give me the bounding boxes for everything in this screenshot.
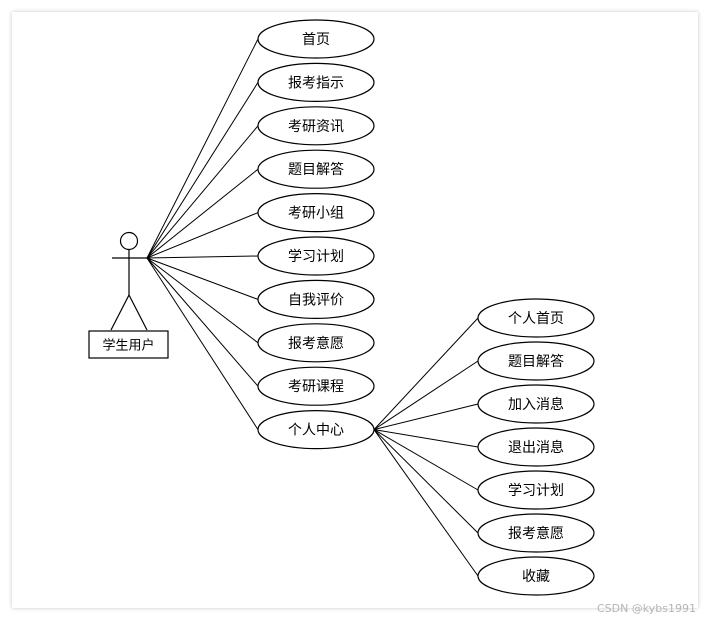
sub-case-fav-ellipse <box>477 556 595 596</box>
use-case-news-ellipse <box>257 106 375 146</box>
use-case-courses-ellipse <box>257 366 375 406</box>
use-case-personal-label: 个人中心 <box>288 423 344 439</box>
use-case-personal: 个人中心 <box>257 410 375 450</box>
sub-case-intent: 报考意愿 <box>477 513 595 553</box>
actor-label: 学生用户 <box>102 338 154 354</box>
connector-sub-intent <box>373 429 479 534</box>
use-case-group-ellipse <box>257 193 375 233</box>
use-case-exam-guide: 报考指示 <box>257 62 375 103</box>
sub-case-fav-label: 收藏 <box>522 569 550 585</box>
use-case-intent: 报考意愿 <box>257 323 375 363</box>
connector-sub-join <box>373 403 479 431</box>
sub-case-intent-label: 报考意愿 <box>508 525 564 542</box>
use-case-exam-guide-ellipse <box>257 62 375 103</box>
use-case-group: 考研小组 <box>257 193 375 233</box>
sub-case-home: 个人首页 <box>477 298 595 338</box>
use-case-courses-label: 考研课程 <box>288 379 344 395</box>
connector-uc-news <box>146 125 259 259</box>
connector-uc-exam-guide <box>146 82 259 259</box>
sub-case-quit-label: 退出消息 <box>508 439 564 456</box>
connector-uc-self-eval <box>146 257 259 300</box>
connector-uc-group <box>146 212 259 259</box>
use-case-intent-label: 报考意愿 <box>288 335 344 352</box>
use-case-news: 考研资讯 <box>257 106 375 146</box>
connector-uc-intent <box>146 257 259 344</box>
actor-head <box>119 231 139 251</box>
sub-case-qa: 题目解答 <box>477 341 595 381</box>
use-case-exam-guide-label: 报考指示 <box>288 75 344 91</box>
use-case-qa-ellipse <box>257 149 375 189</box>
connector-lines <box>146 38 479 577</box>
connector-sub-qa <box>373 360 479 431</box>
use-case-qa: 题目解答 <box>257 149 375 189</box>
connector-uc-plan <box>146 255 259 259</box>
sub-case-join-ellipse <box>477 384 595 424</box>
sub-case-fav: 收藏 <box>477 556 595 596</box>
use-case-plan: 学习计划 <box>257 236 375 276</box>
sub-case-home-label: 个人首页 <box>508 311 564 327</box>
connector-sub-fav <box>373 429 479 577</box>
sub-case-qa-label: 题目解答 <box>508 353 564 370</box>
connector-uc-qa <box>146 168 259 259</box>
use-case-home-ellipse <box>257 19 375 59</box>
connector-sub-plan <box>373 429 479 491</box>
use-case-self-eval-ellipse <box>257 279 375 319</box>
actor-student-user: 学生用户 <box>88 231 169 359</box>
sub-case-plan-label: 学习计划 <box>508 483 564 499</box>
connector-uc-courses <box>146 257 259 387</box>
use-case-personal-ellipse <box>257 410 375 450</box>
actor-label-box <box>88 330 169 359</box>
use-case-home: 首页 <box>257 19 375 59</box>
connector-uc-home <box>146 38 259 259</box>
sub-case-join: 加入消息 <box>477 384 595 424</box>
sub-case-quit-ellipse <box>477 427 595 467</box>
use-case-qa-label: 题目解答 <box>288 161 344 178</box>
use-case-intent-ellipse <box>257 323 375 363</box>
use-case-plan-label: 学习计划 <box>288 249 344 265</box>
use-case-self-eval-label: 自我评价 <box>288 292 344 308</box>
sub-case-quit: 退出消息 <box>477 427 595 467</box>
connector-uc-personal <box>146 257 259 430</box>
use-case-courses: 考研课程 <box>257 366 375 406</box>
watermark: CSDN @kybs1991 <box>596 602 696 615</box>
use-case-home-label: 首页 <box>302 32 330 48</box>
connector-sub-quit <box>373 429 479 448</box>
use-case-group-label: 考研小组 <box>288 206 344 222</box>
sub-case-home-ellipse <box>477 298 595 338</box>
actor-leg-left <box>110 294 130 331</box>
sub-case-qa-ellipse <box>477 341 595 381</box>
use-case-plan-ellipse <box>257 236 375 276</box>
connector-sub-home <box>373 317 479 430</box>
sub-case-plan: 学习计划 <box>477 470 595 510</box>
use-case-self-eval: 自我评价 <box>257 279 375 319</box>
sub-case-plan-ellipse <box>477 470 595 510</box>
actor-leg-right <box>128 294 148 331</box>
sub-case-intent-ellipse <box>477 513 595 553</box>
sub-case-join-label: 加入消息 <box>508 396 564 413</box>
use-case-news-label: 考研资讯 <box>288 119 344 135</box>
